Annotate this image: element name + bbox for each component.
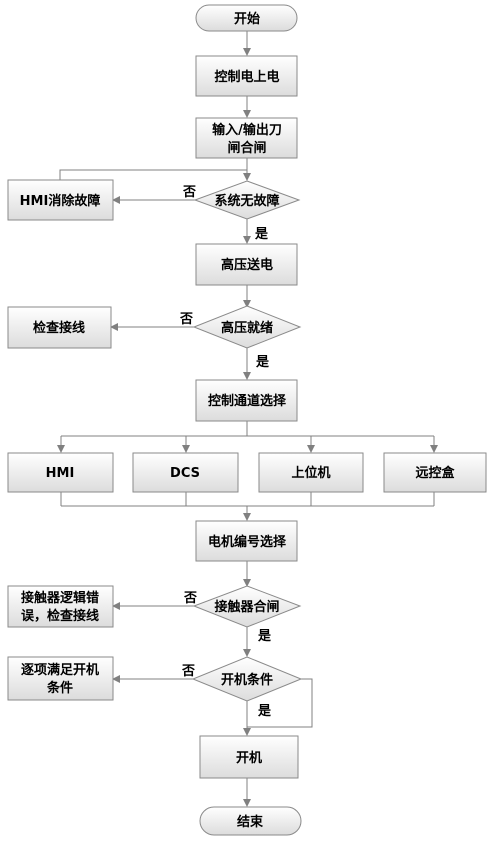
switch-close-label-1: 输入/输出刀 xyxy=(212,122,282,138)
connectors xyxy=(57,31,438,807)
channel-upper-label: 上位机 xyxy=(291,465,330,481)
meet-condition-label-2: 条件 xyxy=(47,680,73,696)
start-machine-box xyxy=(199,735,299,779)
switch-close-box xyxy=(195,117,298,159)
check-wiring-label: 检查接线 xyxy=(33,320,85,336)
contactor-decision xyxy=(192,585,302,628)
yes-label-hv: 是 xyxy=(255,355,270,370)
channel-select-box xyxy=(195,379,298,422)
channel-upper-box xyxy=(258,452,364,493)
start-condition-label: 开机条件 xyxy=(221,672,273,688)
yes-label-contactor: 是 xyxy=(257,629,272,644)
channel-dcs-box xyxy=(132,452,239,493)
start-condition-decision xyxy=(191,656,303,702)
start-label: 开始 xyxy=(234,11,260,27)
channel-select-label: 控制通道选择 xyxy=(208,393,287,409)
no-label-hv: 否 xyxy=(179,312,193,327)
end-label: 结束 xyxy=(237,814,264,830)
channel-remote-box xyxy=(383,452,487,493)
hv-ready-label: 高压就绪 xyxy=(221,320,273,336)
no-fault-decision xyxy=(193,180,301,220)
contactor-error-box xyxy=(7,585,114,628)
yes-label-fault: 是 xyxy=(254,227,269,242)
check-wiring-box xyxy=(7,306,112,349)
no-label-start: 否 xyxy=(181,664,195,679)
hv-send-box xyxy=(195,243,298,286)
start-terminal xyxy=(195,4,298,32)
contactor-error-label-1: 接触器逻辑错 xyxy=(21,590,99,606)
hv-send-label: 高压送电 xyxy=(221,257,273,273)
switch-close-label-2: 闸合闸 xyxy=(227,140,266,156)
meet-condition-label-1: 逐项满足开机 xyxy=(21,662,99,678)
no-label-contactor: 否 xyxy=(183,591,197,606)
meet-condition-box xyxy=(7,656,114,701)
contactor-label: 接触器合闸 xyxy=(214,599,279,615)
hmi-clear-label: HMI消除故障 xyxy=(20,193,101,209)
contactor-error-label-2: 误，检查接线 xyxy=(21,608,99,624)
channel-hmi-label: HMI xyxy=(46,466,75,481)
start-machine-label: 开机 xyxy=(236,750,262,766)
power-on-label: 控制电上电 xyxy=(214,69,279,85)
channel-remote-label: 远控盒 xyxy=(415,465,455,481)
no-label-fault: 否 xyxy=(182,185,196,200)
hv-ready-decision xyxy=(192,305,302,349)
channel-dcs-label: DCS xyxy=(170,466,200,481)
channel-hmi-box xyxy=(7,452,114,493)
motor-select-box xyxy=(195,520,298,562)
power-on-box xyxy=(195,55,298,97)
motor-select-label: 电机编号选择 xyxy=(208,534,287,550)
end-terminal xyxy=(199,806,302,836)
no-fault-label: 系统无故障 xyxy=(214,193,279,209)
yes-label-start: 是 xyxy=(257,704,272,719)
hmi-clear-box xyxy=(7,179,114,221)
